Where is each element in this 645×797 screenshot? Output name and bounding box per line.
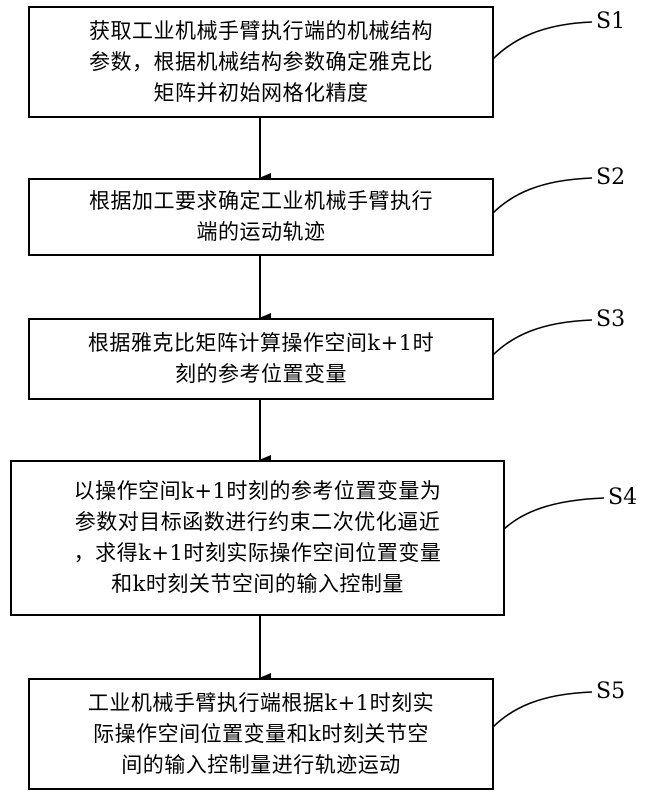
step-text-s5: 工业机械手臂执行端根据k+1时刻实 际操作空间位置变量和k时刻关节空 间的输入控… xyxy=(88,688,434,781)
step-box-s2: 根据加工要求确定工业机械手臂执行 端的运动轨迹 xyxy=(28,178,494,256)
step-box-s5: 工业机械手臂执行端根据k+1时刻实 际操作空间位置变量和k时刻关节空 间的输入控… xyxy=(28,678,494,790)
step-text-s2: 根据加工要求确定工业机械手臂执行 端的运动轨迹 xyxy=(89,186,433,248)
leader-line-s2 xyxy=(492,178,592,214)
leader-line-s5 xyxy=(492,692,592,728)
leader-line-s3 xyxy=(492,320,592,356)
step-label-s2: S2 xyxy=(596,166,625,190)
step-box-s4: 以操作空间k+1时刻的参考位置变量为 参数对目标函数进行约束二次优化逼近 ，求得… xyxy=(10,460,505,616)
step-text-s3: 根据雅克比矩阵计算操作空间k+1时 刻的参考位置变量 xyxy=(88,328,434,390)
step-box-s1: 获取工业机械手臂执行端的机械结构 参数，根据机械结构参数确定雅克比 矩阵并初始网… xyxy=(28,6,494,118)
step-text-s4: 以操作空间k+1时刻的参考位置变量为 参数对目标函数进行约束二次优化逼近 ，求得… xyxy=(74,476,442,600)
step-text-s1: 获取工业机械手臂执行端的机械结构 参数，根据机械结构参数确定雅克比 矩阵并初始网… xyxy=(89,16,433,109)
step-box-s3: 根据雅克比矩阵计算操作空间k+1时 刻的参考位置变量 xyxy=(28,318,494,400)
step-label-s5: S5 xyxy=(596,680,625,704)
step-label-s4: S4 xyxy=(608,486,637,510)
leader-line-s1 xyxy=(492,22,592,60)
leader-line-s4 xyxy=(503,498,604,530)
step-label-s1: S1 xyxy=(596,10,625,34)
step-label-s3: S3 xyxy=(596,308,625,332)
